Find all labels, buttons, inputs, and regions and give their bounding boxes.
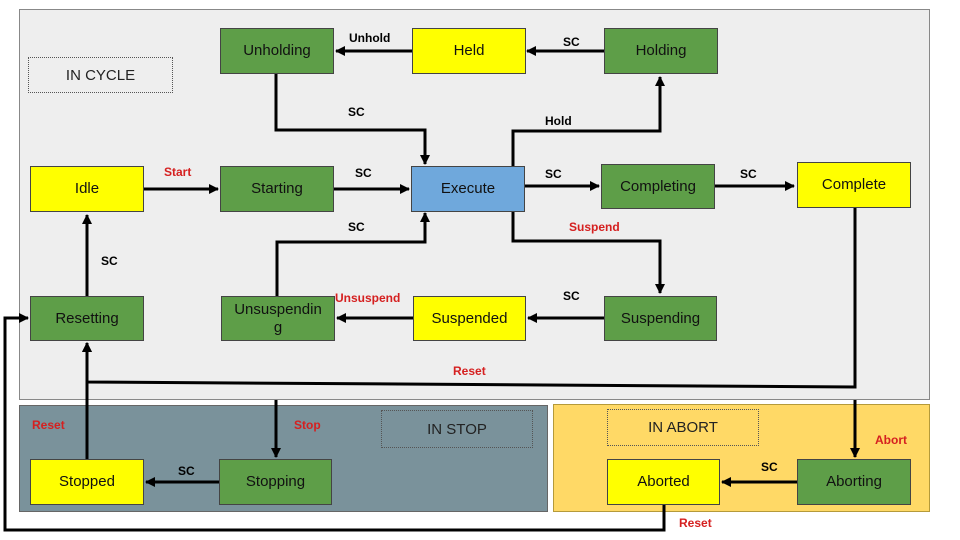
state-completing: Completing xyxy=(601,164,715,209)
state-starting: Starting xyxy=(220,166,334,212)
arrow-unsuspending-execute xyxy=(275,212,430,296)
state-idle: Idle xyxy=(30,166,144,212)
label-abort: Abort xyxy=(875,433,907,447)
label-sc-starting-execute: SC xyxy=(355,166,372,180)
state-unholding: Unholding xyxy=(220,28,334,74)
label-hold: Hold xyxy=(545,114,572,128)
state-aborted: Aborted xyxy=(607,459,720,505)
arrow-execute-suspending xyxy=(511,211,665,294)
label-sc-execute-completing: SC xyxy=(545,167,562,181)
label-suspend: Suspend xyxy=(569,220,620,234)
state-resetting: Resetting xyxy=(30,296,144,341)
in-cycle-label: IN CYCLE xyxy=(28,57,173,93)
state-held: Held xyxy=(412,28,526,74)
state-stopping: Stopping xyxy=(219,459,332,505)
label-sc-aborting-aborted: SC xyxy=(761,460,778,474)
label-sc-stopping-stopped: SC xyxy=(178,464,195,478)
label-reset-aborted: Reset xyxy=(679,516,712,530)
label-unhold: Unhold xyxy=(349,31,391,45)
label-sc-completing-complete: SC xyxy=(740,167,757,181)
label-start: Start xyxy=(164,165,192,179)
state-suspended: Suspended xyxy=(413,296,526,341)
state-unsuspending: Unsuspendin g xyxy=(221,296,335,341)
label-sc-unholding-execute: SC xyxy=(348,105,365,119)
label-sc-holding-held: SC xyxy=(563,35,580,49)
label-stop: Stop xyxy=(294,418,321,432)
state-holding: Holding xyxy=(604,28,718,74)
label-sc-suspending-suspended: SC xyxy=(563,289,580,303)
arrow-execute-holding xyxy=(511,76,665,166)
arrow-unholding-execute xyxy=(274,74,430,165)
state-suspending: Suspending xyxy=(604,296,717,341)
label-unsuspend: Unsuspend xyxy=(335,291,401,305)
label-sc-unsuspending-execute: SC xyxy=(348,220,365,234)
state-stopped: Stopped xyxy=(30,459,144,505)
state-execute: Execute xyxy=(411,166,525,212)
in-stop-label: IN STOP xyxy=(381,410,533,448)
state-complete: Complete xyxy=(797,162,911,208)
state-aborting: Aborting xyxy=(797,459,911,505)
arrow-aborted-resetting xyxy=(3,313,666,532)
label-reset-complete: Reset xyxy=(453,364,486,378)
label-reset-stopped: Reset xyxy=(32,418,65,432)
label-sc-resetting-idle: SC xyxy=(101,254,118,268)
in-abort-label: IN ABORT xyxy=(607,409,759,446)
